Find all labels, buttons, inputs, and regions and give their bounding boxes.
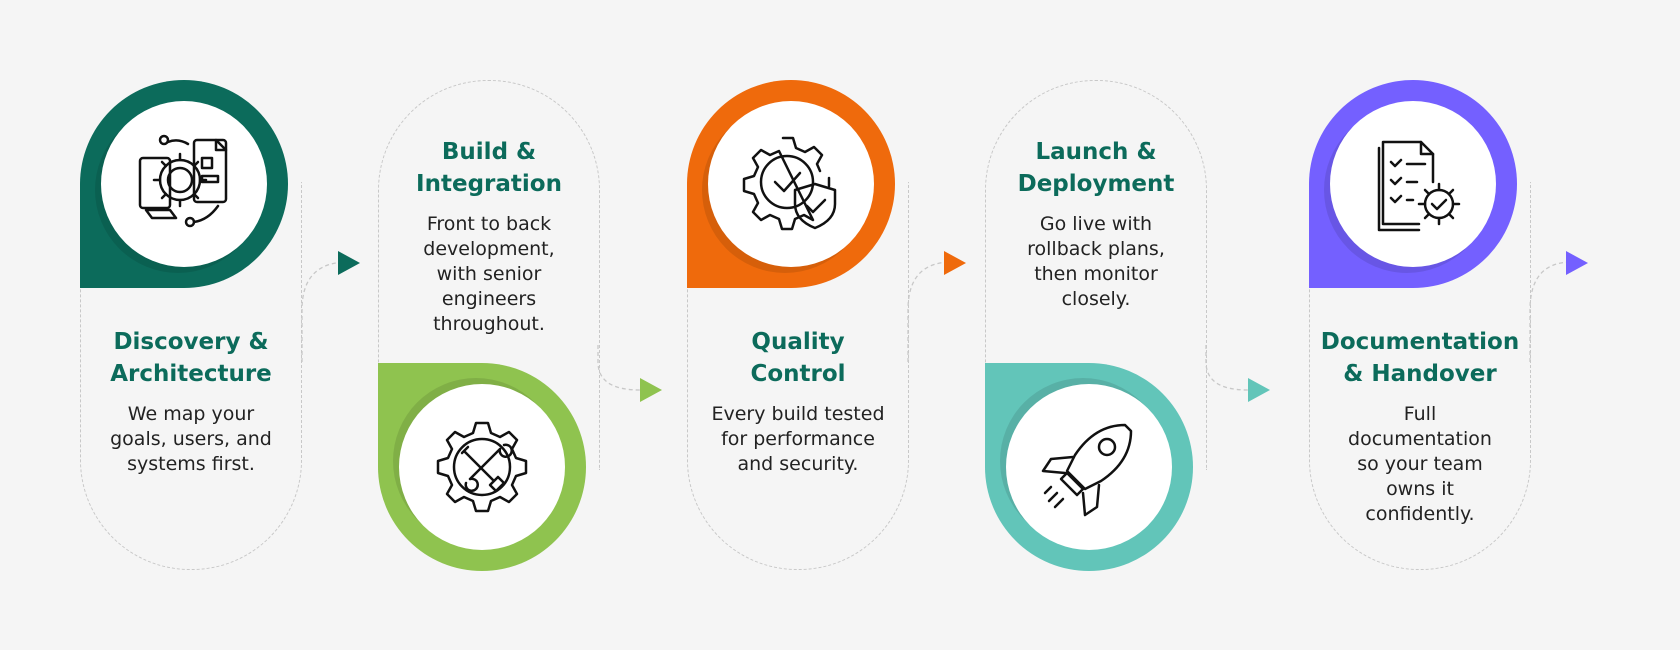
gear-shield-check-icon xyxy=(742,136,837,231)
rocket-icon xyxy=(1041,423,1133,517)
badge-inner-circle xyxy=(1006,384,1172,550)
arrow-launch xyxy=(1248,378,1270,402)
arrow-discovery xyxy=(338,251,360,275)
step-launch-title: Launch &Deployment xyxy=(1017,139,1175,197)
step-quality-outline xyxy=(687,182,909,570)
badge-inner-circle xyxy=(1330,101,1496,267)
step-docs-badge xyxy=(1309,80,1517,288)
step-discovery-outline xyxy=(80,182,302,570)
step-launch-badge xyxy=(985,363,1193,571)
arrow-build xyxy=(640,378,662,402)
step-discovery-title: Discovery &Architecture xyxy=(110,329,272,387)
blueprint-gear-icon xyxy=(138,134,228,228)
step-build-badge xyxy=(378,363,586,571)
arrow-docs xyxy=(1566,251,1588,275)
step-docs-outline xyxy=(1309,182,1531,570)
step-launch-outline xyxy=(985,80,1207,470)
step-quality-badge xyxy=(687,80,895,288)
step-docs-title: Documentation& Handover xyxy=(1320,329,1520,387)
step-build-outline xyxy=(378,80,600,470)
wrench-screwdriver-gear-icon xyxy=(436,421,528,513)
arrow-quality xyxy=(944,251,966,275)
step-discovery-badge xyxy=(80,80,288,288)
step-build-title: Build &Integration xyxy=(416,139,562,197)
badge-inner-circle xyxy=(101,101,267,267)
checklist-gear-icon xyxy=(1377,140,1461,232)
